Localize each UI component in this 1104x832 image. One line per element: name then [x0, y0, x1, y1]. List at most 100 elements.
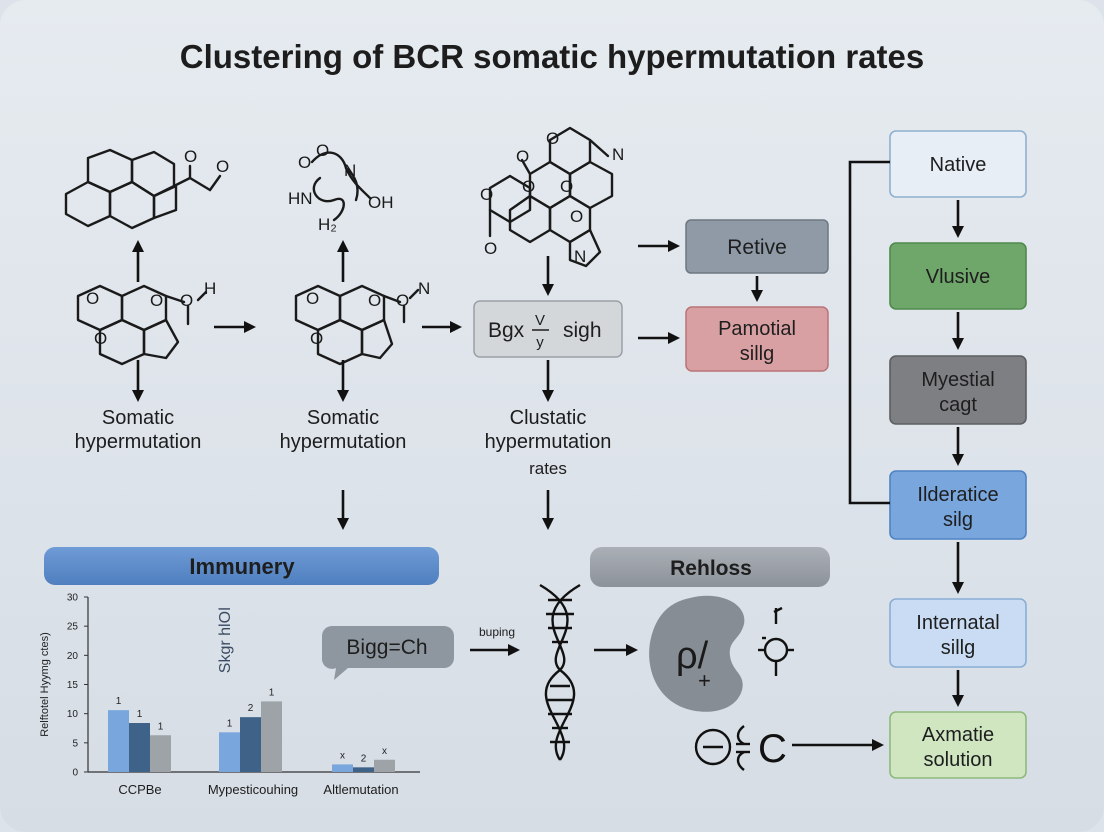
formula-box: Bgx V y sigh: [473, 300, 623, 358]
rehloss-label: Rehloss: [670, 557, 752, 580]
formula-frac-top: V: [535, 312, 545, 329]
svg-text:N: N: [612, 145, 624, 164]
arrow-col3-top-down: [542, 256, 554, 296]
buping-label: buping: [479, 625, 515, 639]
arrow-col3-to-rehloss: [542, 490, 554, 530]
gear-plus: +: [698, 668, 711, 693]
arrow-col2-down: [337, 360, 349, 402]
arrow-col1-down: [132, 360, 144, 402]
molecule-mid-2: O O O N O: [294, 279, 430, 366]
formula-tail: sigh: [563, 319, 602, 342]
pamotial-line1: Pamotial: [718, 318, 796, 340]
phase-symbol-icon: [758, 606, 794, 676]
svg-text:O: O: [310, 329, 323, 348]
svg-text:O: O: [522, 177, 535, 196]
svg-text:O: O: [94, 329, 107, 348]
bar-data-label: 2: [248, 703, 254, 714]
y-tick-label: 30: [67, 593, 79, 604]
chart-y-label: Relftotel Hyymg ctes): [39, 632, 51, 737]
arrow-to-pamotial: [638, 332, 680, 344]
svg-text:O: O: [484, 239, 497, 258]
svg-text:H₂: H₂: [318, 215, 337, 234]
rehloss-banner: Rehloss: [590, 547, 830, 587]
svg-text:N: N: [418, 279, 430, 298]
flow-box-6: Axmatie solution: [889, 711, 1027, 779]
diagram-title: Clustering of BCR somatic hypermutation …: [180, 38, 924, 75]
svg-text:O: O: [560, 177, 573, 196]
flow-box-3-line-2: cagt: [939, 394, 977, 416]
pamotial-line2: sillg: [740, 343, 774, 365]
arrow-col2-to-immunery: [337, 490, 349, 530]
bottom-c-symbol: C: [758, 727, 787, 771]
chart-bar: [261, 701, 282, 772]
chart-bar: [108, 710, 129, 772]
svg-text:O: O: [516, 147, 529, 166]
flow-box-4: Ilderatice silg: [889, 470, 1027, 540]
svg-text:O: O: [86, 289, 99, 308]
label-col3-line2: hypermutation: [485, 431, 612, 453]
flow-box-6-line-1: Axmatie: [922, 724, 994, 746]
molecule-top-1: O O: [64, 147, 229, 230]
flow-box-4-line-1: Ilderatice: [917, 484, 998, 506]
svg-text:HN: HN: [288, 189, 313, 208]
arrow-col2-up: [337, 240, 349, 282]
y-tick-label: 0: [72, 768, 78, 779]
flow-box-4-line-2: silg: [943, 509, 973, 531]
arrow-col1-right: [214, 321, 256, 333]
label-col3-line3: rates: [529, 459, 567, 478]
bar-data-label: x: [382, 746, 387, 757]
svg-text:O: O: [306, 289, 319, 308]
svg-text:O: O: [480, 185, 493, 204]
arrow-col3-mid-down: [542, 360, 554, 402]
bubble-label: Bigg=Ch: [346, 636, 427, 659]
arrow-flow-4-5: [952, 542, 964, 594]
svg-text:N: N: [344, 161, 356, 180]
svg-text:O: O: [184, 147, 197, 166]
arrow-flow-3-4: [952, 427, 964, 466]
chart-bar: [353, 767, 374, 772]
svg-text:O: O: [546, 129, 559, 148]
label-col2: Somatic hypermutation: [280, 407, 407, 453]
bar-data-label: x: [340, 750, 345, 761]
flow-bracket: [848, 160, 890, 505]
x-category-label: CCPBe: [118, 782, 161, 797]
pamotial-box: Pamotial sillg: [685, 306, 829, 372]
arrow-retive-to-pamotial: [751, 276, 763, 302]
molecule-mid-1: O O O H O: [76, 279, 216, 366]
label-col3-line1: Clustatic: [510, 407, 587, 429]
y-tick-label: 25: [67, 622, 79, 633]
flow-box-1: Native: [889, 130, 1027, 198]
arrow-bubble-to-dna: [470, 644, 520, 656]
flow-box-6-line-2: solution: [924, 749, 993, 771]
arrow-flow-5-6: [952, 670, 964, 707]
molecule-top-3: O O O O O O O N N: [480, 126, 624, 268]
label-col1-line1: Somatic: [102, 407, 174, 429]
flow-column: NativeVlusiveMyestialcagtIlderaticesilgI…: [889, 130, 1027, 779]
svg-text:O: O: [150, 291, 163, 310]
label-col2-line2: hypermutation: [280, 431, 407, 453]
label-col1-line2: hypermutation: [75, 431, 202, 453]
flow-box-3-line-1: Myestial: [921, 369, 994, 391]
flow-box-5-line-2: sillg: [941, 637, 975, 659]
arrows: [132, 200, 964, 751]
chart-bar: [240, 717, 261, 772]
arrow-flow-2-3: [952, 312, 964, 350]
arrow-col1-up: [132, 240, 144, 282]
arrow-flow-1-2: [952, 200, 964, 238]
svg-text:O: O: [396, 291, 409, 310]
formula-frac-bottom: y: [536, 334, 544, 351]
x-category-label: Altlemutation: [323, 782, 398, 797]
svg-text:O: O: [570, 207, 583, 226]
bar-data-label: 1: [116, 696, 122, 707]
chart-bar: [374, 759, 395, 772]
molecule-top-2: O O N HN H₂ OH: [288, 141, 394, 234]
arrow-c-to-axmatie: [792, 739, 884, 751]
flow-box-2-line-1: Vlusive: [926, 266, 990, 288]
svg-text:N: N: [574, 247, 586, 266]
arrow-col2-right: [422, 321, 462, 333]
bar-data-label: 1: [269, 687, 275, 698]
